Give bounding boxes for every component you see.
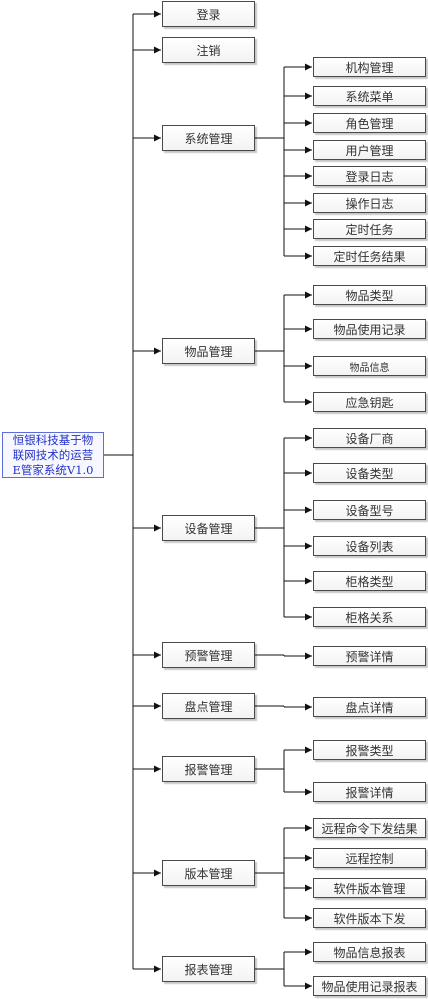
node-l2-2-7: 定时任务结果 bbox=[313, 246, 426, 266]
node-l2-3-2: 物品信息 bbox=[313, 356, 426, 376]
node-l2-4-1: 设备类型 bbox=[313, 463, 426, 483]
node-l1-1: 注销 bbox=[162, 37, 255, 63]
node-l1-5: 预警管理 bbox=[162, 642, 255, 668]
node-l2-4-3: 设备列表 bbox=[313, 536, 426, 556]
node-l2-2-4: 登录日志 bbox=[313, 166, 426, 186]
node-l2-8-2: 软件版本管理 bbox=[313, 878, 426, 898]
node-l1-6: 盘点管理 bbox=[162, 693, 255, 719]
node-l1-7: 报警管理 bbox=[162, 756, 255, 782]
node-l2-8-1: 远程控制 bbox=[313, 848, 426, 868]
node-l2-8-0: 远程命令下发结果 bbox=[313, 818, 426, 838]
root-line-3: E管家系统V1.0 bbox=[12, 463, 94, 477]
node-l2-4-0: 设备厂商 bbox=[313, 428, 426, 448]
node-l2-2-5: 操作日志 bbox=[313, 193, 426, 213]
node-l2-7-1: 报警详情 bbox=[313, 782, 426, 802]
node-l2-9-0: 物品信息报表 bbox=[313, 942, 426, 962]
node-l2-8-3: 软件版本下发 bbox=[313, 908, 426, 928]
node-l1-2: 系统管理 bbox=[162, 125, 255, 151]
node-l2-2-1: 系统菜单 bbox=[313, 86, 426, 106]
node-l2-2-3: 用户管理 bbox=[313, 140, 426, 160]
node-l2-6-0: 盘点详情 bbox=[313, 697, 426, 717]
node-l2-3-0: 物品类型 bbox=[313, 285, 426, 305]
node-l2-7-0: 报警类型 bbox=[313, 740, 426, 760]
node-l2-5-0: 预警详情 bbox=[313, 646, 426, 666]
node-l2-2-0: 机构管理 bbox=[313, 57, 426, 77]
node-l1-0: 登录 bbox=[162, 1, 255, 27]
root-line-1: 恒银科技基于物 bbox=[12, 433, 94, 447]
node-l2-4-5: 柜格关系 bbox=[313, 607, 426, 627]
node-l2-2-2: 角色管理 bbox=[313, 113, 426, 133]
root-node: 恒银科技基于物 联网技术的运营 E管家系统V1.0 bbox=[2, 432, 104, 478]
node-l2-9-1: 物品使用记录报表 bbox=[313, 976, 426, 996]
node-l1-8: 版本管理 bbox=[162, 860, 255, 886]
node-l1-4: 设备管理 bbox=[162, 515, 255, 541]
node-l2-4-2: 设备型号 bbox=[313, 500, 426, 520]
node-l1-3: 物品管理 bbox=[162, 338, 255, 364]
node-l2-2-6: 定时任务 bbox=[313, 219, 426, 239]
node-l2-3-3: 应急钥匙 bbox=[313, 392, 426, 412]
node-l2-4-4: 柜格类型 bbox=[313, 571, 426, 591]
node-l2-3-1: 物品使用记录 bbox=[313, 319, 426, 339]
node-l1-9: 报表管理 bbox=[162, 956, 255, 982]
root-line-2: 联网技术的运营 bbox=[12, 448, 94, 462]
